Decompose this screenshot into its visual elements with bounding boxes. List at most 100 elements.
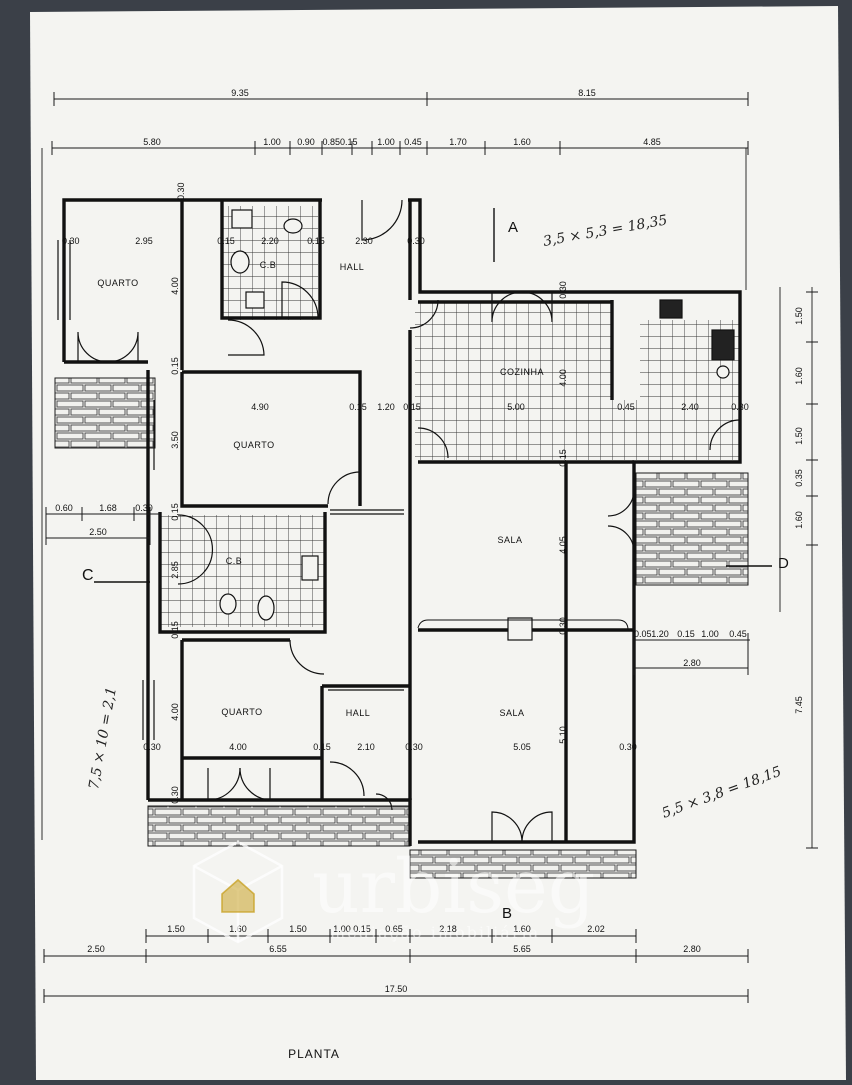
wc-1-bidet xyxy=(245,291,265,309)
sala-divider xyxy=(417,619,629,631)
dim-q2-top: 0.15 xyxy=(170,503,180,521)
dim-bottom-left: 0.30 xyxy=(170,786,180,804)
dim-cozinha-c: 2.40 xyxy=(681,402,699,412)
dim-bottom-total: 17.50 xyxy=(385,984,408,994)
wc-2-toilet xyxy=(257,595,275,621)
kitchen-appliance xyxy=(711,329,735,361)
room-label-sala-1: SALA xyxy=(497,535,522,545)
dim-right-v5: 1.60 xyxy=(794,511,804,529)
dim-sala2-width: 5.05 xyxy=(513,742,531,752)
dim-bottom-r2-2: 6.55 xyxy=(269,944,287,954)
dim-bottom-r1-3: 1.50 xyxy=(289,924,307,934)
dim-bottom-r1-4: 1.00 0.15 xyxy=(333,924,371,934)
wc-1-sink xyxy=(283,218,303,234)
dim-q3-b: 0.15 xyxy=(313,742,331,752)
dim-mid-a: 0.15 xyxy=(349,402,367,412)
dim-cozinha-top: 0.30 xyxy=(558,281,568,299)
plan-title: PLANTA xyxy=(288,1047,340,1061)
dim-bottom-r2-1: 2.50 xyxy=(87,944,105,954)
dim-right-total: 2.80 xyxy=(683,658,701,668)
doors xyxy=(77,199,741,843)
top-dimension-lines xyxy=(51,92,749,155)
dim-hall2-width: 2.10 xyxy=(357,742,375,752)
dim-q3-height: 4.00 xyxy=(170,703,180,721)
dim-q1-bottom: 0.15 xyxy=(170,357,180,375)
dim-q1-height: 4.00 xyxy=(170,277,180,295)
dim-cozinha-d: 0.30 xyxy=(731,402,749,412)
section-mark-b: B xyxy=(502,905,512,922)
dim-q3-left: 0.30 xyxy=(143,742,161,752)
room-label-hall-1: HALL xyxy=(340,262,365,272)
dim-row2-6: 0.45 xyxy=(404,137,422,147)
dim-sala2-right: 0.30 xyxy=(619,742,637,752)
watermark-logo-icon xyxy=(192,840,284,944)
dim-wc2-bottom: 0.15 xyxy=(170,621,180,639)
dim-right-v1: 1.50 xyxy=(794,307,804,325)
dim-right-b: 1.20 xyxy=(651,629,669,639)
dim-row2-7: 1.70 xyxy=(449,137,467,147)
section-lines xyxy=(94,208,772,583)
dim-row2-3: 0.90 xyxy=(297,137,315,147)
dim-row2-5: 1.00 xyxy=(377,137,395,147)
dim-right-d: 1.00 xyxy=(701,629,719,639)
dim-q2-height: 3.50 xyxy=(170,431,180,449)
watermark-tagline: mediação imobiliária xyxy=(330,923,540,942)
dim-sala2-height: 5.10 xyxy=(558,726,568,744)
patio-entrance-bricks xyxy=(410,850,636,878)
patio-bottom-bricks xyxy=(148,806,410,846)
room-label-quarto-3: QUARTO xyxy=(221,707,262,717)
room-label-wc-2: C.B xyxy=(226,556,243,566)
dim-right-a: 0.05 xyxy=(634,629,652,639)
dim-cozinha-bottom: 0.15 xyxy=(558,449,568,467)
dim-row2-4: 0.850.15 xyxy=(322,137,357,147)
dim-mid-b: 0.15 xyxy=(403,402,421,412)
dim-row2-8: 1.60 xyxy=(513,137,531,147)
right-dimension-ticks xyxy=(806,291,818,849)
dim-wc1-width: 2.20 xyxy=(261,236,279,246)
dim-wc1-b: 0.15 xyxy=(307,236,325,246)
dim-right-v3: 1.50 xyxy=(794,427,804,445)
dim-wc2-height: 2.85 xyxy=(170,561,180,579)
dim-bottom-r2-4: 2.80 xyxy=(683,944,701,954)
dim-hall1-width: 2.30 xyxy=(355,236,373,246)
section-mark-d: D xyxy=(778,555,789,572)
room-label-wc-1: C.B xyxy=(260,260,277,270)
dim-row2-1: 5.80 xyxy=(143,137,161,147)
right-lower-dimension-lines xyxy=(633,633,750,675)
kitchen-sink xyxy=(716,365,730,379)
patio-right-bricks xyxy=(636,473,748,585)
fixtures xyxy=(219,209,735,641)
dim-right-v6: 7.45 xyxy=(794,696,804,714)
sala-fireplace xyxy=(507,617,533,641)
dim-bottom-r1-8: 2.02 xyxy=(587,924,605,934)
dim-bottom-r2-3: 5.65 xyxy=(513,944,531,954)
dim-left-b: 1.68 xyxy=(99,503,117,513)
dim-mid-width: 1.20 xyxy=(377,402,395,412)
dim-cozinha-b: 0.45 xyxy=(617,402,635,412)
wc-1-shower xyxy=(231,209,253,229)
section-mark-a: A xyxy=(508,219,518,236)
dim-hall1-right: 0.30 xyxy=(407,236,425,246)
patio-left-bricks xyxy=(55,378,155,448)
kitchen-stove xyxy=(659,299,683,319)
dim-left-a: 0.60 xyxy=(55,503,73,513)
dim-wc1-a: 0.15 xyxy=(217,236,235,246)
dim-bottom-r1-6: 2.18 xyxy=(439,924,457,934)
window-marks xyxy=(57,240,404,740)
dim-q3-width: 4.00 xyxy=(229,742,247,752)
dim-sala1-bottom: 0.30 xyxy=(558,617,568,635)
dim-cozinha-height: 4.00 xyxy=(558,369,568,387)
dim-bottom-r1-7: 1.60 xyxy=(513,924,531,934)
wc-1-toilet xyxy=(230,250,250,274)
room-label-quarto-2: QUARTO xyxy=(233,440,274,450)
dim-cozinha-width: 5.00 xyxy=(507,402,525,412)
dim-right-c: 0.15 xyxy=(677,629,695,639)
reference-lines xyxy=(41,148,813,848)
watermark-brand: urbiseg xyxy=(312,844,595,930)
wc-2-bidet xyxy=(219,593,237,615)
watermark: urbiseg mediação imobiliária xyxy=(192,840,595,944)
dim-q1-width: 2.95 xyxy=(135,236,153,246)
dim-bottom-r1-5: 0.65 xyxy=(385,924,403,934)
